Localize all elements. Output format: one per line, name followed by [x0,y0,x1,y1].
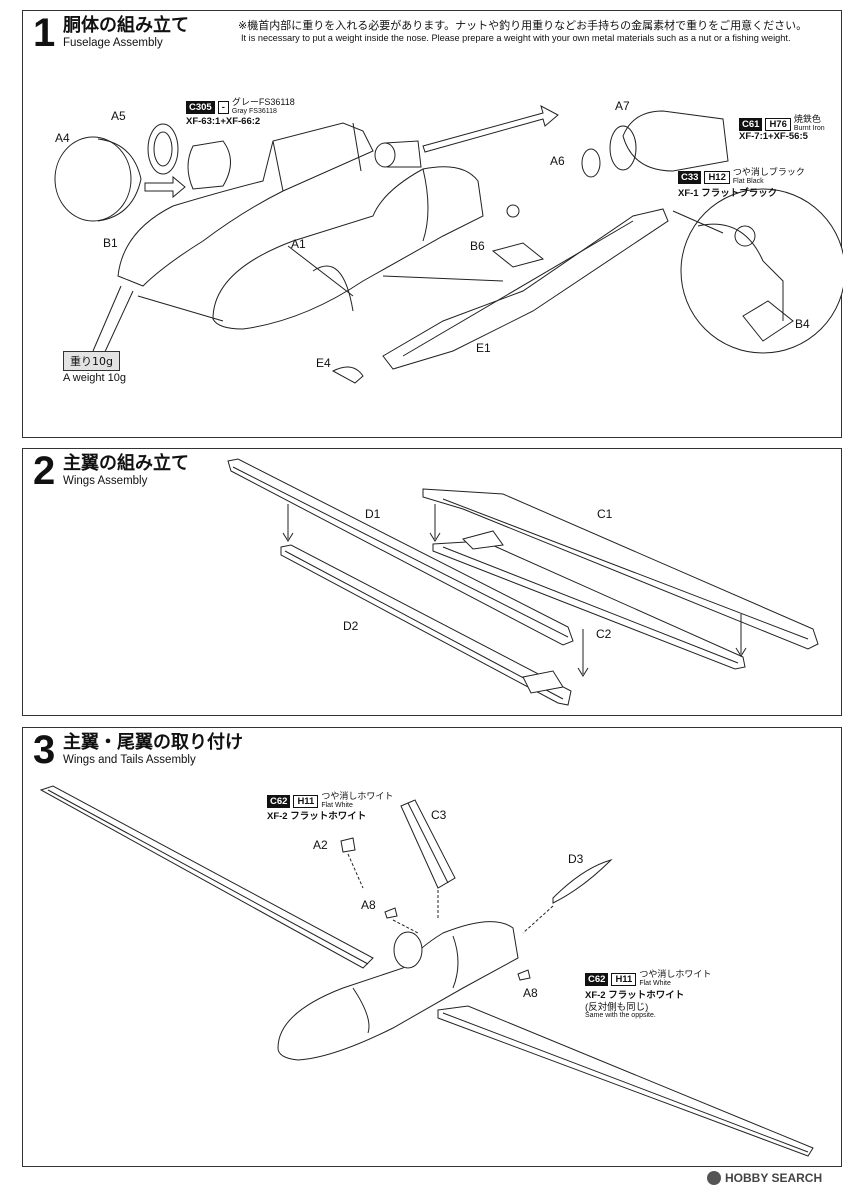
part-label-c2: C2 [596,627,612,641]
step3-title: 主翼・尾翼の取り付け [63,732,243,753]
step2-subtitle: Wings Assembly [63,475,148,487]
paint-name-en: Flat White [639,980,671,987]
part-label-a4: A4 [55,131,70,145]
part-label-e4: E4 [316,356,331,370]
part-label-c1: C1 [597,507,613,521]
paint-name-jp: つや消しホワイト [321,791,394,801]
step1-title: 胴体の組み立て [63,15,189,36]
paint-code: C61 [739,117,763,131]
part-label-a6: A6 [550,154,565,168]
paint-code: C62 [267,794,291,808]
paint-h-code: H11 [293,794,319,808]
paint-name-jp: グレーFS36118 [231,97,295,107]
part-label-a8-upper: A8 [361,898,376,912]
paint-name-jp: つや消しホワイト [639,969,712,979]
step2-title: 主翼の組み立て [63,453,189,474]
part-label-c3: C3 [431,808,447,822]
part-label-a7: A7 [615,99,630,113]
part-label-a1: A1 [291,237,306,251]
wings-tails-assembly-drawing [39,785,814,1157]
paint-name-en: Burnt Iron [793,125,825,132]
part-label-a8-lower: A8 [523,986,538,1000]
paint-code: C305 [186,100,215,114]
paint-h-code: - [217,100,229,114]
watermark-logo-icon [707,1171,721,1185]
step3-subtitle: Wings and Tails Assembly [63,754,196,766]
step1-number: 1 [33,11,56,55]
step1-subtitle: Fuselage Assembly [63,37,163,49]
paint-name-en: Flat Black [732,178,764,185]
weight-label-jp: 重り10g [63,351,120,371]
paint-name-en: Flat White [321,802,353,809]
part-label-b4: B4 [795,317,810,331]
weight-label-en: A weight 10g [63,372,126,384]
paint-code: C62 [585,972,609,986]
paint-mix-gray: XF-63:1+XF-66:2 [186,116,261,127]
part-label-a5: A5 [111,109,126,123]
paint-h-code: H11 [611,972,637,986]
paint-name-en: Gray FS36118 [231,108,277,115]
part-label-b6: B6 [470,239,485,253]
part-label-d3: D3 [568,852,584,866]
step1-note-en: It is necessary to put a weight inside t… [241,33,791,43]
part-label-b1: B1 [103,236,118,250]
step1-panel: 1 胴体の組み立て Fuselage Assembly ※機首内部に重りを入れる… [22,10,843,438]
part-label-d2: D2 [343,619,359,633]
step1-note-jp: ※機首内部に重りを入れる必要があります。ナットや釣り用重りなどお手持ちの金属素材… [238,19,808,32]
paint-mix-white-2: XF-2 フラットホワイト [585,990,685,1001]
step2-number: 2 [33,449,56,493]
watermark: HOBBY SEARCH [707,1171,822,1185]
part-label-d1: D1 [365,507,381,521]
paint-h-code: H12 [704,170,730,184]
paint-name-jp: つや消しブラック [732,167,805,177]
paint-h-code: H76 [765,117,791,131]
step3-panel: 3 主翼・尾翼の取り付け Wings and Tails Assembly C3… [22,727,842,1167]
paint-mix-white-1: XF-2 フラットホワイト [267,811,367,822]
part-label-a2: A2 [313,838,328,852]
same-opposite-en: Same with the oppsite. [585,1012,656,1019]
paint-mix-black: XF-1 フラットブラック [678,188,778,199]
paint-name-jp: 焼鉄色 [793,114,821,124]
step2-panel: 2 主翼の組み立て Wings Assembly D1 C1 D2 C2 [22,448,842,716]
step3-number: 3 [33,728,56,772]
fuselage-assembly-drawing [54,105,843,384]
part-label-e1: E1 [476,341,491,355]
wings-assembly-drawing [227,458,819,706]
same-opposite-jp: (反対側も同じ) [585,1002,649,1013]
watermark-text: HOBBY SEARCH [725,1171,823,1185]
paint-mix-iron: XF-7:1+XF-56:5 [739,131,808,142]
paint-code: C33 [678,170,702,184]
